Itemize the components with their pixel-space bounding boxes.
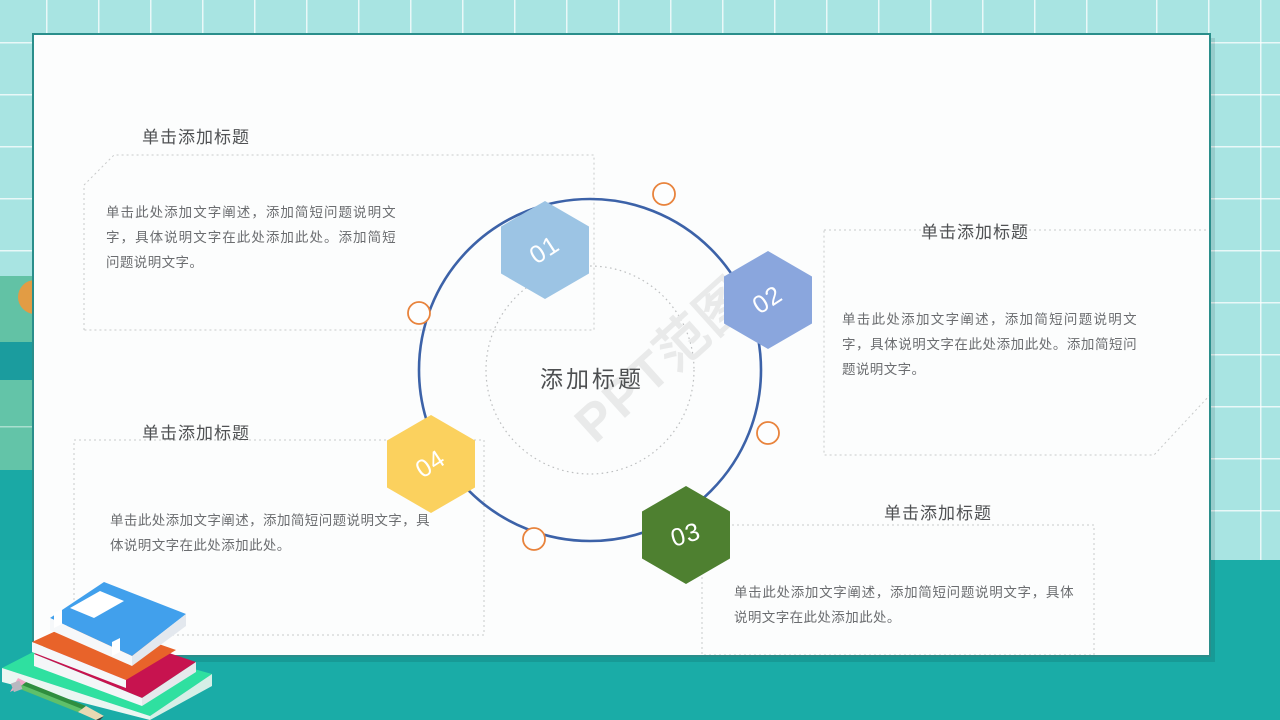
book-orange-pages bbox=[32, 642, 126, 688]
callout-frames bbox=[73, 154, 1209, 655]
ring-marker-top-right bbox=[652, 182, 676, 206]
callout-title-bottom-right: 单击添加标题 bbox=[884, 504, 992, 523]
ring-marker-bottom-right bbox=[756, 421, 780, 445]
slide-content-card: PPT范图 添加标题 01 02 03 04 单击添加标题 单击此处添加文字阐述… bbox=[32, 33, 1211, 657]
callout-body-top-right: 单击此处添加文字阐述，添加简短问题说明文字，具体说明文字在此处添加此处。添加简短… bbox=[842, 312, 1137, 377]
book-blue-label bbox=[70, 591, 124, 618]
callout-body-bottom-right: 单击此处添加文字阐述，添加简短问题说明文字，具体说明文字在此处添加此处。 bbox=[734, 585, 1074, 625]
hex-node-03-number: 03 bbox=[667, 516, 705, 553]
bookmark-left bbox=[54, 609, 62, 628]
inner-dotted-ring bbox=[485, 265, 695, 475]
callout-title-bottom-left: 单击添加标题 bbox=[142, 424, 250, 443]
bookmark-right bbox=[112, 638, 120, 656]
outer-ring bbox=[417, 197, 763, 543]
book-crimson-edge bbox=[142, 662, 196, 706]
ring-diagram bbox=[407, 182, 780, 551]
book-slab-green-edge bbox=[150, 674, 212, 720]
center-title: 添加标题 bbox=[540, 366, 644, 392]
ring-marker-left bbox=[407, 301, 431, 325]
callout-body-top-left: 单击此处添加文字阐述，添加简短问题说明文字，具体说明文字在此处添加此处。添加简短… bbox=[106, 205, 396, 270]
book-slab-green-side bbox=[2, 668, 150, 720]
hex-node-04-number: 04 bbox=[410, 443, 451, 484]
book-blue-edge bbox=[132, 614, 186, 666]
callout-frame-bottom-right bbox=[701, 524, 1095, 655]
ring-marker-bottom-left bbox=[522, 527, 546, 551]
callout-frame-top-right bbox=[823, 229, 1209, 456]
hex-node-01-number: 01 bbox=[524, 229, 565, 270]
callout-frame-top-left bbox=[83, 154, 595, 331]
books-stack-decoration bbox=[2, 582, 212, 720]
callout-title-top-right: 单击添加标题 bbox=[921, 223, 1029, 242]
pencil-decoration bbox=[10, 678, 104, 720]
callout-body-bottom-left: 单击此处添加文字阐述，添加简短问题说明文字，具体说明文字在此处添加此处。 bbox=[110, 513, 430, 553]
callout-frame-bottom-left bbox=[73, 439, 485, 636]
book-blue-pages bbox=[50, 618, 132, 666]
callout-title-top-left: 单击添加标题 bbox=[142, 128, 250, 147]
hex-node-02-number: 02 bbox=[747, 279, 788, 320]
book-crimson-pages bbox=[34, 654, 142, 706]
